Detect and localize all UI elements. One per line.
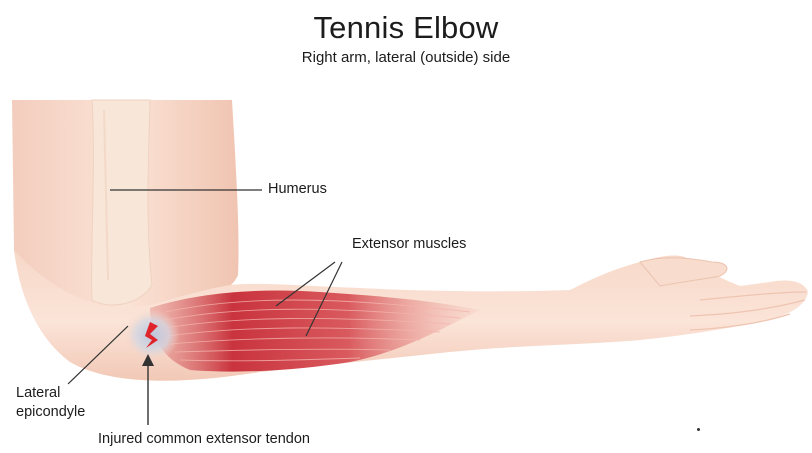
lateral-epicondyle-label-line1: Lateral [16, 384, 60, 403]
injury-region [124, 309, 180, 361]
stray-dot [697, 428, 700, 431]
injured-tendon-label: Injured common extensor tendon [98, 430, 310, 449]
extensor-muscles-label: Extensor muscles [352, 235, 466, 254]
page-subtitle: Right arm, lateral (outside) side [0, 49, 812, 66]
humerus-bone [92, 100, 152, 305]
humerus-label: Humerus [268, 180, 327, 199]
lateral-epicondyle-label-line2: epicondyle [16, 403, 85, 422]
page-title: Tennis Elbow [0, 10, 812, 46]
